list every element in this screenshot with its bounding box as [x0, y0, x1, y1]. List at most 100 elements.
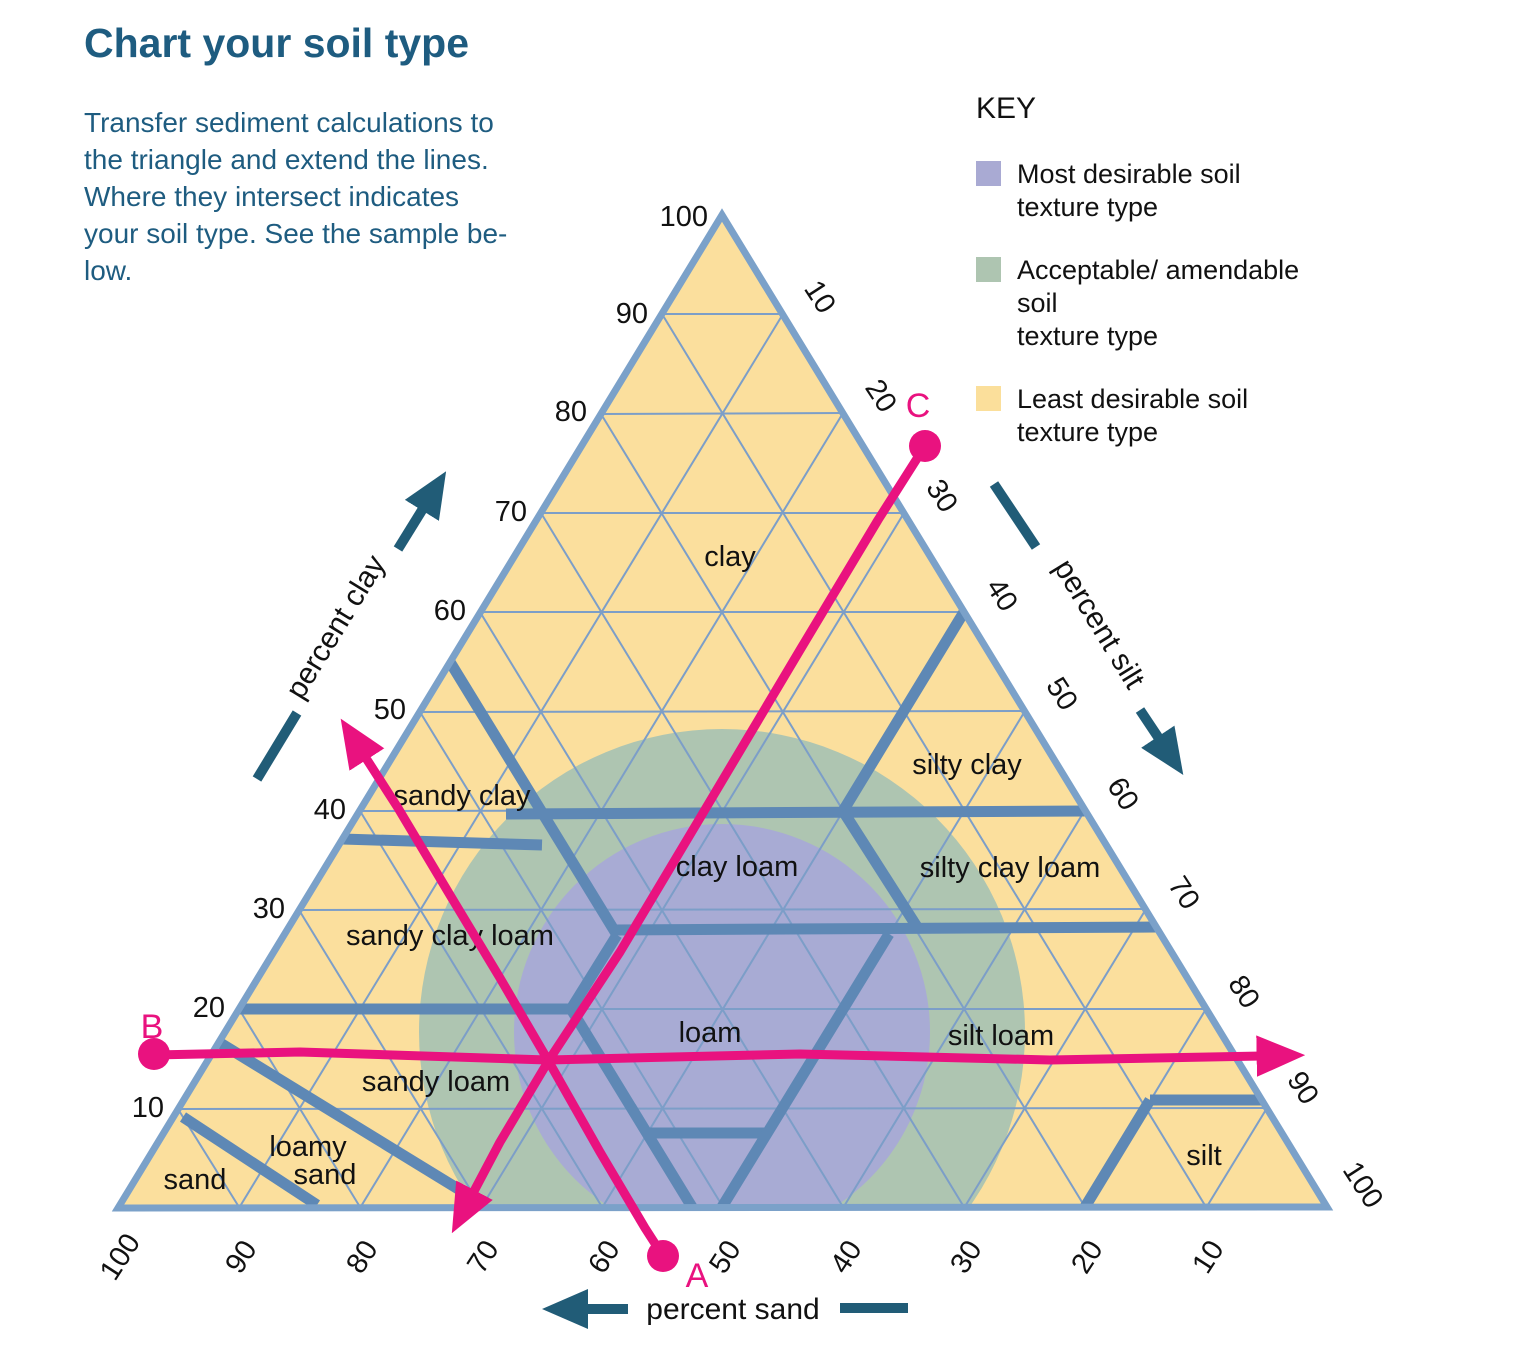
region-label-silt-loam: silt loam [948, 1020, 1054, 1052]
boundary-loamy-sand-right [209, 1033, 489, 1208]
legend-label-line: texture type [1017, 417, 1159, 447]
intro-paragraph: Transfer sediment calculations to the tr… [84, 104, 507, 289]
sample-line-C [451, 441, 930, 1234]
legend-item-label: Most desirable soil texture type [1017, 158, 1241, 224]
sand-tick: 90 [219, 1235, 263, 1279]
legend-label-line: Most desirable soil [1017, 159, 1241, 189]
clay-axis-dash [252, 710, 302, 782]
legend: KEY Most desirable soil texture type Acc… [976, 92, 1406, 479]
intro-line: low. [84, 255, 133, 286]
intro-line: Transfer sediment calculations to [84, 107, 494, 138]
legend-label-line: soil [1017, 288, 1058, 318]
region-label-loamy-sand-1: loamy [269, 1131, 347, 1163]
least-desirable-swatch [976, 386, 1001, 411]
region-label-clay-loam: clay loam [676, 851, 799, 883]
grid-line [419, 710, 1026, 713]
region-label-silty-clay-loam: silty clay loam [920, 852, 1101, 884]
legend-item-label: Acceptable/ amendable soil texture type [1017, 254, 1299, 353]
legend-label-line: texture type [1017, 321, 1159, 351]
legend-item-least-desirable: Least desirable soil texture type [976, 383, 1406, 449]
sand-tick: 40 [824, 1235, 868, 1279]
legend-item-most-desirable: Most desirable soil texture type [976, 158, 1406, 224]
soil-boundary-lines [179, 609, 1262, 1208]
most-desirable-swatch [976, 161, 1001, 186]
grid-line [177, 1107, 1268, 1110]
triangle-border [111, 208, 1334, 1212]
region-label-clay: clay [704, 541, 756, 573]
legend-label-line: Acceptable/ amendable [1017, 255, 1300, 285]
silt-tick: 10 [797, 275, 841, 319]
clay-tick: 40 [314, 794, 346, 826]
grid-line [298, 908, 1147, 911]
boundary-clay27 [614, 921, 1157, 936]
region-label-silty-clay: silty clay [912, 749, 1022, 781]
silt-tick: 80 [1221, 970, 1265, 1014]
silt-axis-dash [989, 481, 1041, 550]
clay-tick: 70 [495, 496, 527, 528]
clay-tick: 50 [374, 694, 406, 726]
legend-title: KEY [976, 92, 1037, 125]
clay-axis-title: percent clay [280, 549, 393, 704]
legend-item-label: Least desirable soil texture type [1017, 383, 1248, 449]
boundary-silt50 [717, 931, 894, 1208]
intro-line: Where they intersect indicates [84, 181, 460, 212]
silt-tick: 20 [858, 374, 902, 418]
clay-tick: 20 [193, 992, 225, 1024]
sand-axis-title: percent sand [646, 1293, 819, 1326]
boundary-silt27 [566, 932, 622, 1012]
clay-tick: 80 [555, 396, 587, 428]
sample-label-A: A [686, 1257, 709, 1295]
silt-tick: 50 [1039, 672, 1083, 716]
region-labels: clay silty clay silty clay loam clay loa… [164, 541, 1222, 1196]
boundary-sand45 [445, 659, 622, 938]
silt-tick: 60 [1100, 772, 1144, 816]
boundary-clay40 [505, 805, 1086, 820]
silt-tick: 90 [1280, 1066, 1324, 1110]
silt-axis-arrow [1135, 707, 1184, 775]
region-label-silt: silt [1186, 1140, 1221, 1172]
legend-label-line: texture type [1017, 192, 1159, 222]
boundary-silt80 [1080, 1097, 1155, 1208]
clay-axis-ticks: 100 90 80 70 60 50 40 30 20 10 [132, 201, 708, 1124]
grid-line [480, 512, 905, 1209]
region-label-loamy-sand-2: sand [294, 1159, 357, 1191]
silt-tick: 30 [919, 474, 963, 518]
grid-line [419, 711, 724, 1208]
sample-line-B [149, 1035, 1306, 1077]
sand-tick: 80 [340, 1235, 384, 1279]
clay-axis-arrow [393, 471, 447, 552]
sample-label-B: B [141, 1008, 164, 1046]
sample-line-A [340, 718, 668, 1261]
boundary-sand-loamy-sand [179, 1112, 321, 1208]
boundary-sandy-clay-bottom [341, 833, 543, 851]
region-label-sand: sand [164, 1164, 227, 1196]
sample-point-C [909, 430, 941, 462]
sample-point-A [647, 1240, 679, 1272]
intro-line: the triangle and extend the lines. [84, 144, 489, 175]
sample-label-C: C [906, 387, 931, 425]
region-label-sandy-loam: sandy loam [362, 1066, 510, 1098]
region-label-sandy-clay: sandy clay [393, 780, 531, 812]
clay-tick: 10 [132, 1092, 164, 1124]
legend-item-acceptable: Acceptable/ amendable soil texture type [976, 254, 1406, 353]
boundary-silt40 [838, 609, 969, 814]
clay-tick: 30 [253, 893, 285, 925]
clay-tick: 60 [434, 595, 466, 627]
sand-tick: 50 [703, 1235, 747, 1279]
sample-point-B [138, 1038, 170, 1070]
boundary-sand20 [838, 808, 924, 933]
boundary-sand52 [566, 1006, 697, 1208]
region-label-sandy-clay-loam: sandy clay loam [346, 920, 554, 952]
silt-tick: 70 [1161, 871, 1205, 915]
sand-tick: 100 [94, 1228, 147, 1286]
grid-line [540, 512, 965, 1208]
region-label-loam: loam [679, 1017, 742, 1049]
grid-line [1205, 1107, 1268, 1209]
page-title: Chart your soil type [84, 20, 470, 66]
clay-tick: 90 [616, 298, 648, 330]
sand-tick: 60 [582, 1235, 626, 1279]
silt-tick: 100 [1336, 1156, 1389, 1214]
sand-tick: 10 [1186, 1235, 1230, 1279]
sample-lines: A B C [138, 387, 1306, 1295]
